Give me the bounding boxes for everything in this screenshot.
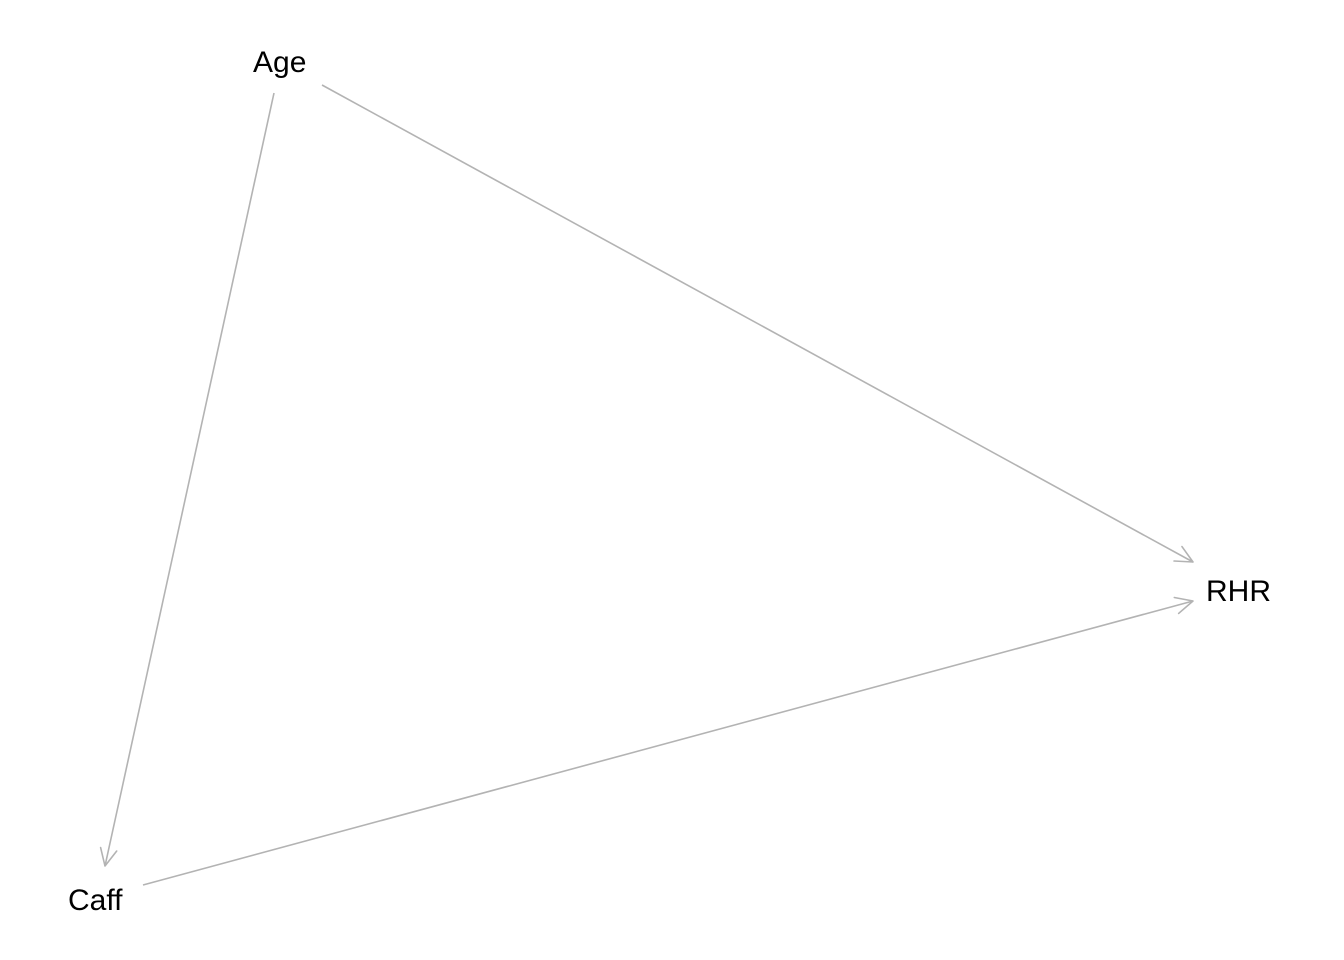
edge-age-caff-arrowhead: [99, 846, 118, 867]
edge-caff-rhr-arrowhead: [1173, 596, 1194, 615]
edge-age-rhr-arrowhead: [1173, 545, 1194, 563]
edge-caff-rhr: [142, 596, 1194, 886]
node-rhr-label: RHR: [1206, 575, 1271, 608]
edge-age-rhr-line: [321, 84, 1194, 563]
edge-age-caff: [99, 92, 275, 867]
edge-age-caff-line: [104, 92, 275, 867]
edge-age-rhr: [321, 84, 1194, 563]
node-age-label: Age: [253, 46, 306, 79]
node-caff-label: Caff: [68, 884, 123, 917]
nodes-layer: Age Caff RHR: [68, 46, 1271, 917]
edge-caff-rhr-line: [142, 600, 1194, 886]
edges-layer: [99, 84, 1194, 886]
